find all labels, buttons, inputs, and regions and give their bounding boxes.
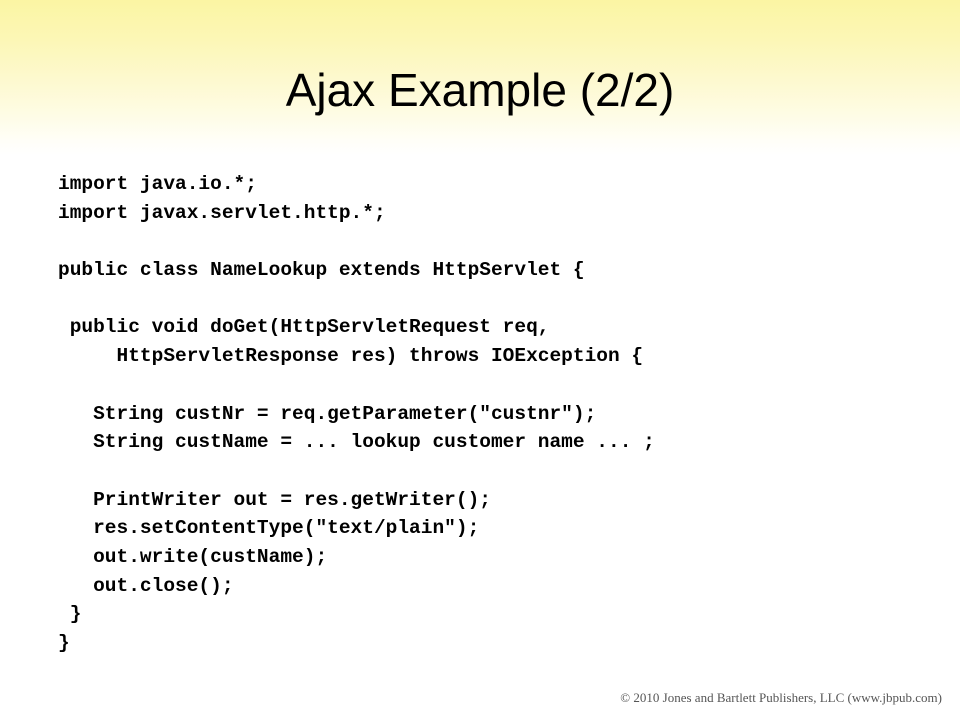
code-line: public class NameLookup extends HttpServ… [58, 259, 585, 282]
code-line: out.close(); [58, 574, 234, 597]
code-line: String custName = ... lookup customer na… [58, 431, 655, 454]
code-line: res.setContentType("text/plain"); [58, 517, 480, 540]
code-line: out.write(custName); [58, 545, 328, 568]
code-line: String custNr = req.getParameter("custnr… [58, 402, 597, 425]
code-line: import javax.servlet.http.*; [58, 201, 386, 224]
code-line [58, 457, 655, 486]
copyright-footer: © 2010 Jones and Bartlett Publishers, LL… [620, 690, 942, 705]
code-line [58, 227, 655, 256]
code-line: } [58, 632, 70, 654]
code-line [58, 285, 655, 314]
slide-title: Ajax Example (2/2) [285, 64, 675, 116]
code-line: public void doGet(HttpServletRequest req… [58, 316, 550, 339]
code-line: } [58, 603, 82, 626]
code-line [58, 371, 655, 400]
code-line: PrintWriter out = res.getWriter(); [58, 488, 491, 511]
code-line: import java.io.*; [58, 173, 257, 195]
code-line: HttpServletResponse res) throws IOExcept… [58, 345, 644, 368]
code-block: import java.io.*; import javax.servlet.h… [58, 170, 655, 658]
